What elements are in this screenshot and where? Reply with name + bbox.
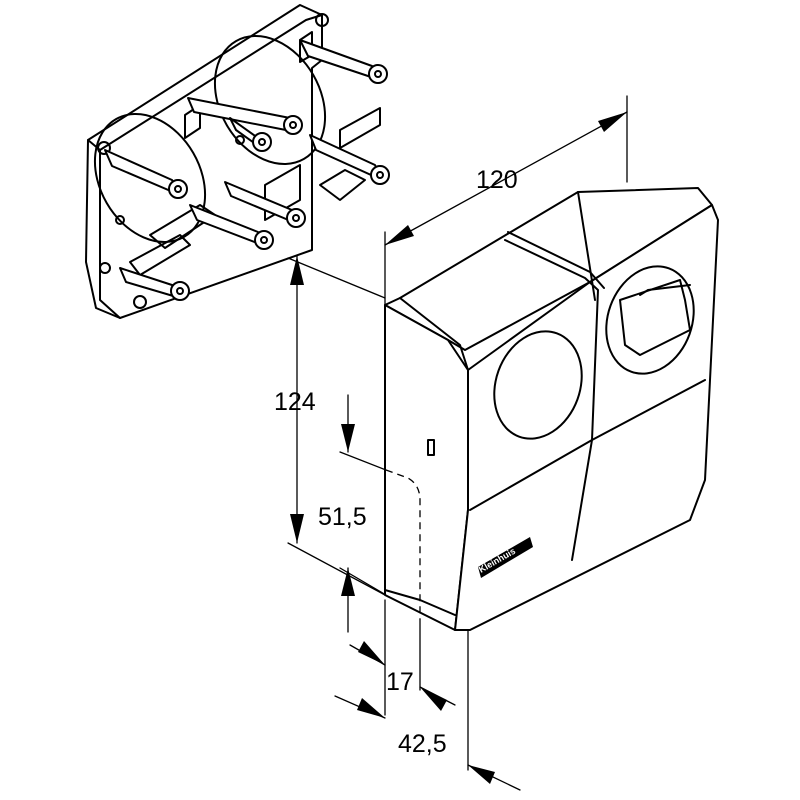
width-label: 120 [476,166,518,194]
bolt [299,39,388,84]
bolt [224,181,306,228]
arrow-head [598,112,627,132]
bolt [187,97,303,135]
dimension-width: 120 [384,95,628,306]
arrow-head [290,256,304,285]
arrow-head [385,225,414,245]
total-depth-label: 42,5 [398,730,447,758]
bolt [229,117,272,152]
bolt [119,267,190,301]
socket-housing [384,187,719,631]
arrow-head [290,514,304,543]
dimension-lower-height: 51,5 [318,394,421,633]
arrow-head [341,568,355,596]
bolt [104,149,188,199]
height-label: 124 [274,388,316,416]
dimension-cover-depth: 17 [349,599,456,716]
lower-height-label: 51,5 [318,503,367,531]
cover-depth-label: 17 [386,668,414,696]
arrow-head [420,687,447,711]
arrow-head [341,424,355,452]
arrow-head [358,641,385,665]
arrow-head [468,765,495,784]
arrow-head [357,698,385,718]
dimension-height: 124 [274,255,386,596]
mounting-bolts [104,39,390,301]
dimension-total-depth: 42,5 [334,629,521,791]
bolt [189,204,274,250]
bolt [309,134,390,185]
